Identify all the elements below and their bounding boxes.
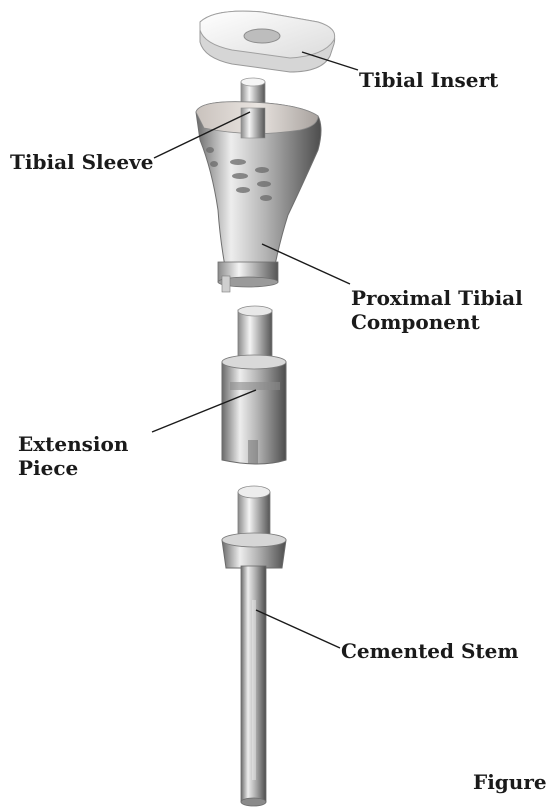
label-proximal-line1: Proximal Tibial <box>351 286 523 310</box>
figure-caption: Figure <box>473 770 547 794</box>
label-extension-line1: Extension <box>18 432 128 456</box>
label-extension-piece: Extension Piece <box>18 432 128 480</box>
label-tibial-insert: Tibial Insert <box>359 68 498 92</box>
leader-line-stem <box>256 610 340 648</box>
label-cemented-stem: Cemented Stem <box>341 639 519 663</box>
label-tibial-sleeve: Tibial Sleeve <box>10 150 153 174</box>
label-proximal-tibial-component: Proximal Tibial Component <box>351 286 523 334</box>
proximal-tibial-shape <box>196 102 321 292</box>
label-proximal-line2: Component <box>351 310 523 334</box>
label-extension-line2: Piece <box>18 456 128 480</box>
cemented-stem-shape <box>222 486 286 806</box>
tibial-insert-shape <box>200 11 335 72</box>
extension-piece-shape <box>222 306 286 464</box>
